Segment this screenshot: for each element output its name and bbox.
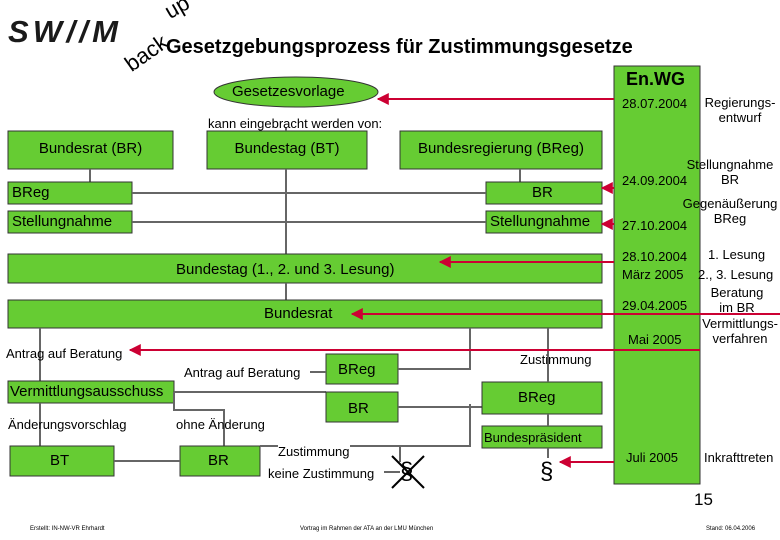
bundesregierung-box <box>399 130 603 170</box>
lecture-note: Vortrag im Rahmen der ATA an der LMU Mün… <box>300 526 434 532</box>
date-6: 29.04.2005 <box>622 298 688 313</box>
eingebracht-label: kann eingebracht werden von: <box>208 116 383 131</box>
author-note: Erstellt: IN-NW-VR Ehrhardt <box>30 526 105 532</box>
bundespraesident-label: Bundespräsident <box>484 430 582 445</box>
event-4: 1. Lesung <box>708 247 766 262</box>
event-7: Vermittlungs- verfahren <box>702 316 778 346</box>
bundestag-bt-label: Bundestag (BT) <box>234 140 340 157</box>
gesetzesvorlage-label: Gesetzesvorlage <box>232 83 345 100</box>
connector <box>398 328 471 370</box>
gesetzesvorlage-ellipse <box>213 76 379 108</box>
stellungnahme-left-label: Stellungnahme <box>12 213 113 230</box>
date-7: Mai 2005 <box>628 332 682 347</box>
br-mid-box <box>325 391 399 423</box>
zustimmung-right-label: Zustimmung <box>520 352 592 367</box>
breg-mid-label: BReg <box>338 361 376 378</box>
date-1: 28.07.2004 <box>622 96 688 111</box>
event-2: Stellungnahme BR <box>686 157 774 187</box>
date-2: 24.09.2004 <box>622 173 688 188</box>
bundesrat-label: Bundesrat <box>264 305 333 322</box>
ohne-aenderung-label: ohne Änderung <box>176 417 265 432</box>
bundesregierung-label: Bundesregierung (BReg) <box>418 140 584 157</box>
strike-line <box>391 455 425 489</box>
event-1: Regierungs- entwurf <box>704 95 776 125</box>
antrag-left-label: Antrag auf Beratung <box>6 346 123 361</box>
br-bottom-label: BR <box>208 452 229 469</box>
vermittlungsausschuss-label: Vermittlungsausschuss <box>10 383 164 400</box>
bundespraesident-box <box>481 425 603 449</box>
date-3: 27.10.2004 <box>622 218 688 233</box>
br-right-label: BR <box>532 184 553 201</box>
breg-right-label: BReg <box>518 389 556 406</box>
event-5: 2., 3. Lesung <box>698 267 774 282</box>
page-title: Gesetzgebungsprozess für Zustimmungsgese… <box>166 36 633 58</box>
event-6: Beratung im BR <box>710 285 764 315</box>
keine-zustimmung-label: keine Zustimmung <box>268 466 375 481</box>
lesung-box <box>7 253 603 284</box>
zustimmung-label: Zustimmung <box>278 444 350 459</box>
enwg-column <box>613 65 701 485</box>
date-4: 28.10.2004 <box>622 249 688 264</box>
paragraph-symbol: § <box>540 458 554 485</box>
event-3: Gegenäußerung BReg <box>682 196 778 226</box>
antrag-mid-label: Antrag auf Beratung <box>184 365 301 380</box>
stellungnahme-right-label: Stellungnahme <box>490 213 591 230</box>
br-mid-label: BR <box>348 400 369 417</box>
enwg-label: En.WG <box>626 69 685 89</box>
breg-mid-box <box>325 353 399 385</box>
date-note: Stand: 06.04.2006 <box>706 526 756 532</box>
page-number: 15 <box>694 490 713 509</box>
date-8: Juli 2005 <box>626 450 679 465</box>
bt-label: BT <box>50 452 70 469</box>
aenderungsvorschlag-label: Änderungsvorschlag <box>8 417 127 432</box>
breg-left-label: BReg <box>12 184 50 201</box>
breg-right-box <box>481 381 603 415</box>
date-5: März 2005 <box>622 267 684 282</box>
bundesrat-br-label: Bundesrat (BR) <box>38 140 143 157</box>
lesung-label: Bundestag (1., 2. und 3. Lesung) <box>176 261 395 278</box>
swm-logo: SW//M <box>8 14 119 48</box>
bundesrat-br-box <box>7 130 174 170</box>
event-8: Inkrafttreten <box>704 450 774 465</box>
paragraph-crossed: § <box>400 458 414 485</box>
connector <box>400 404 471 447</box>
connector <box>173 392 225 446</box>
